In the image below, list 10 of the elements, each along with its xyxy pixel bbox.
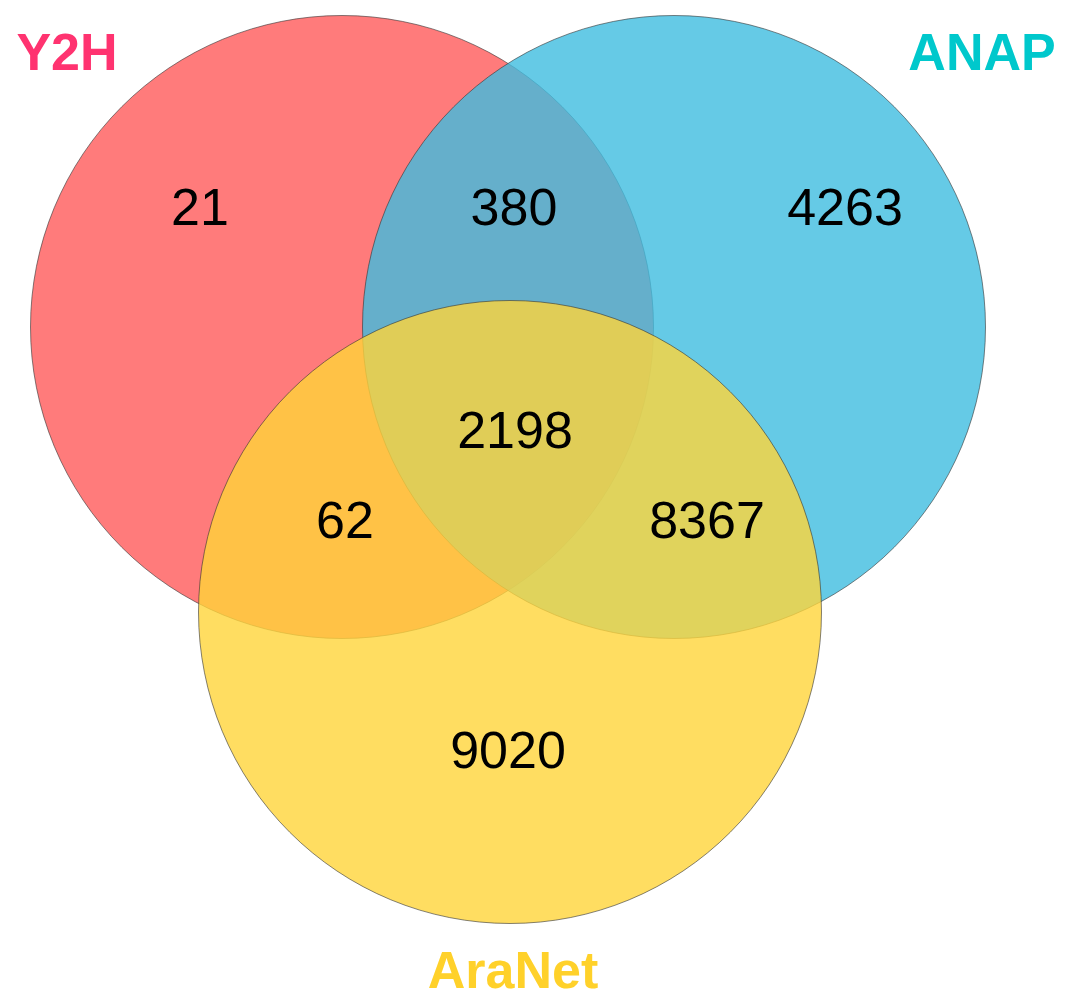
set-title: AraNet: [427, 944, 599, 996]
region-count: 8367: [649, 494, 765, 546]
region-count: 380: [470, 181, 558, 233]
set-title: ANAP: [908, 26, 1056, 78]
region-count: 21: [171, 181, 229, 233]
region-count: 9020: [450, 724, 566, 776]
set-title: Y2H: [16, 26, 118, 78]
region-count: 62: [316, 494, 374, 546]
region-count: 2198: [457, 404, 573, 456]
region-count: 4263: [787, 181, 903, 233]
